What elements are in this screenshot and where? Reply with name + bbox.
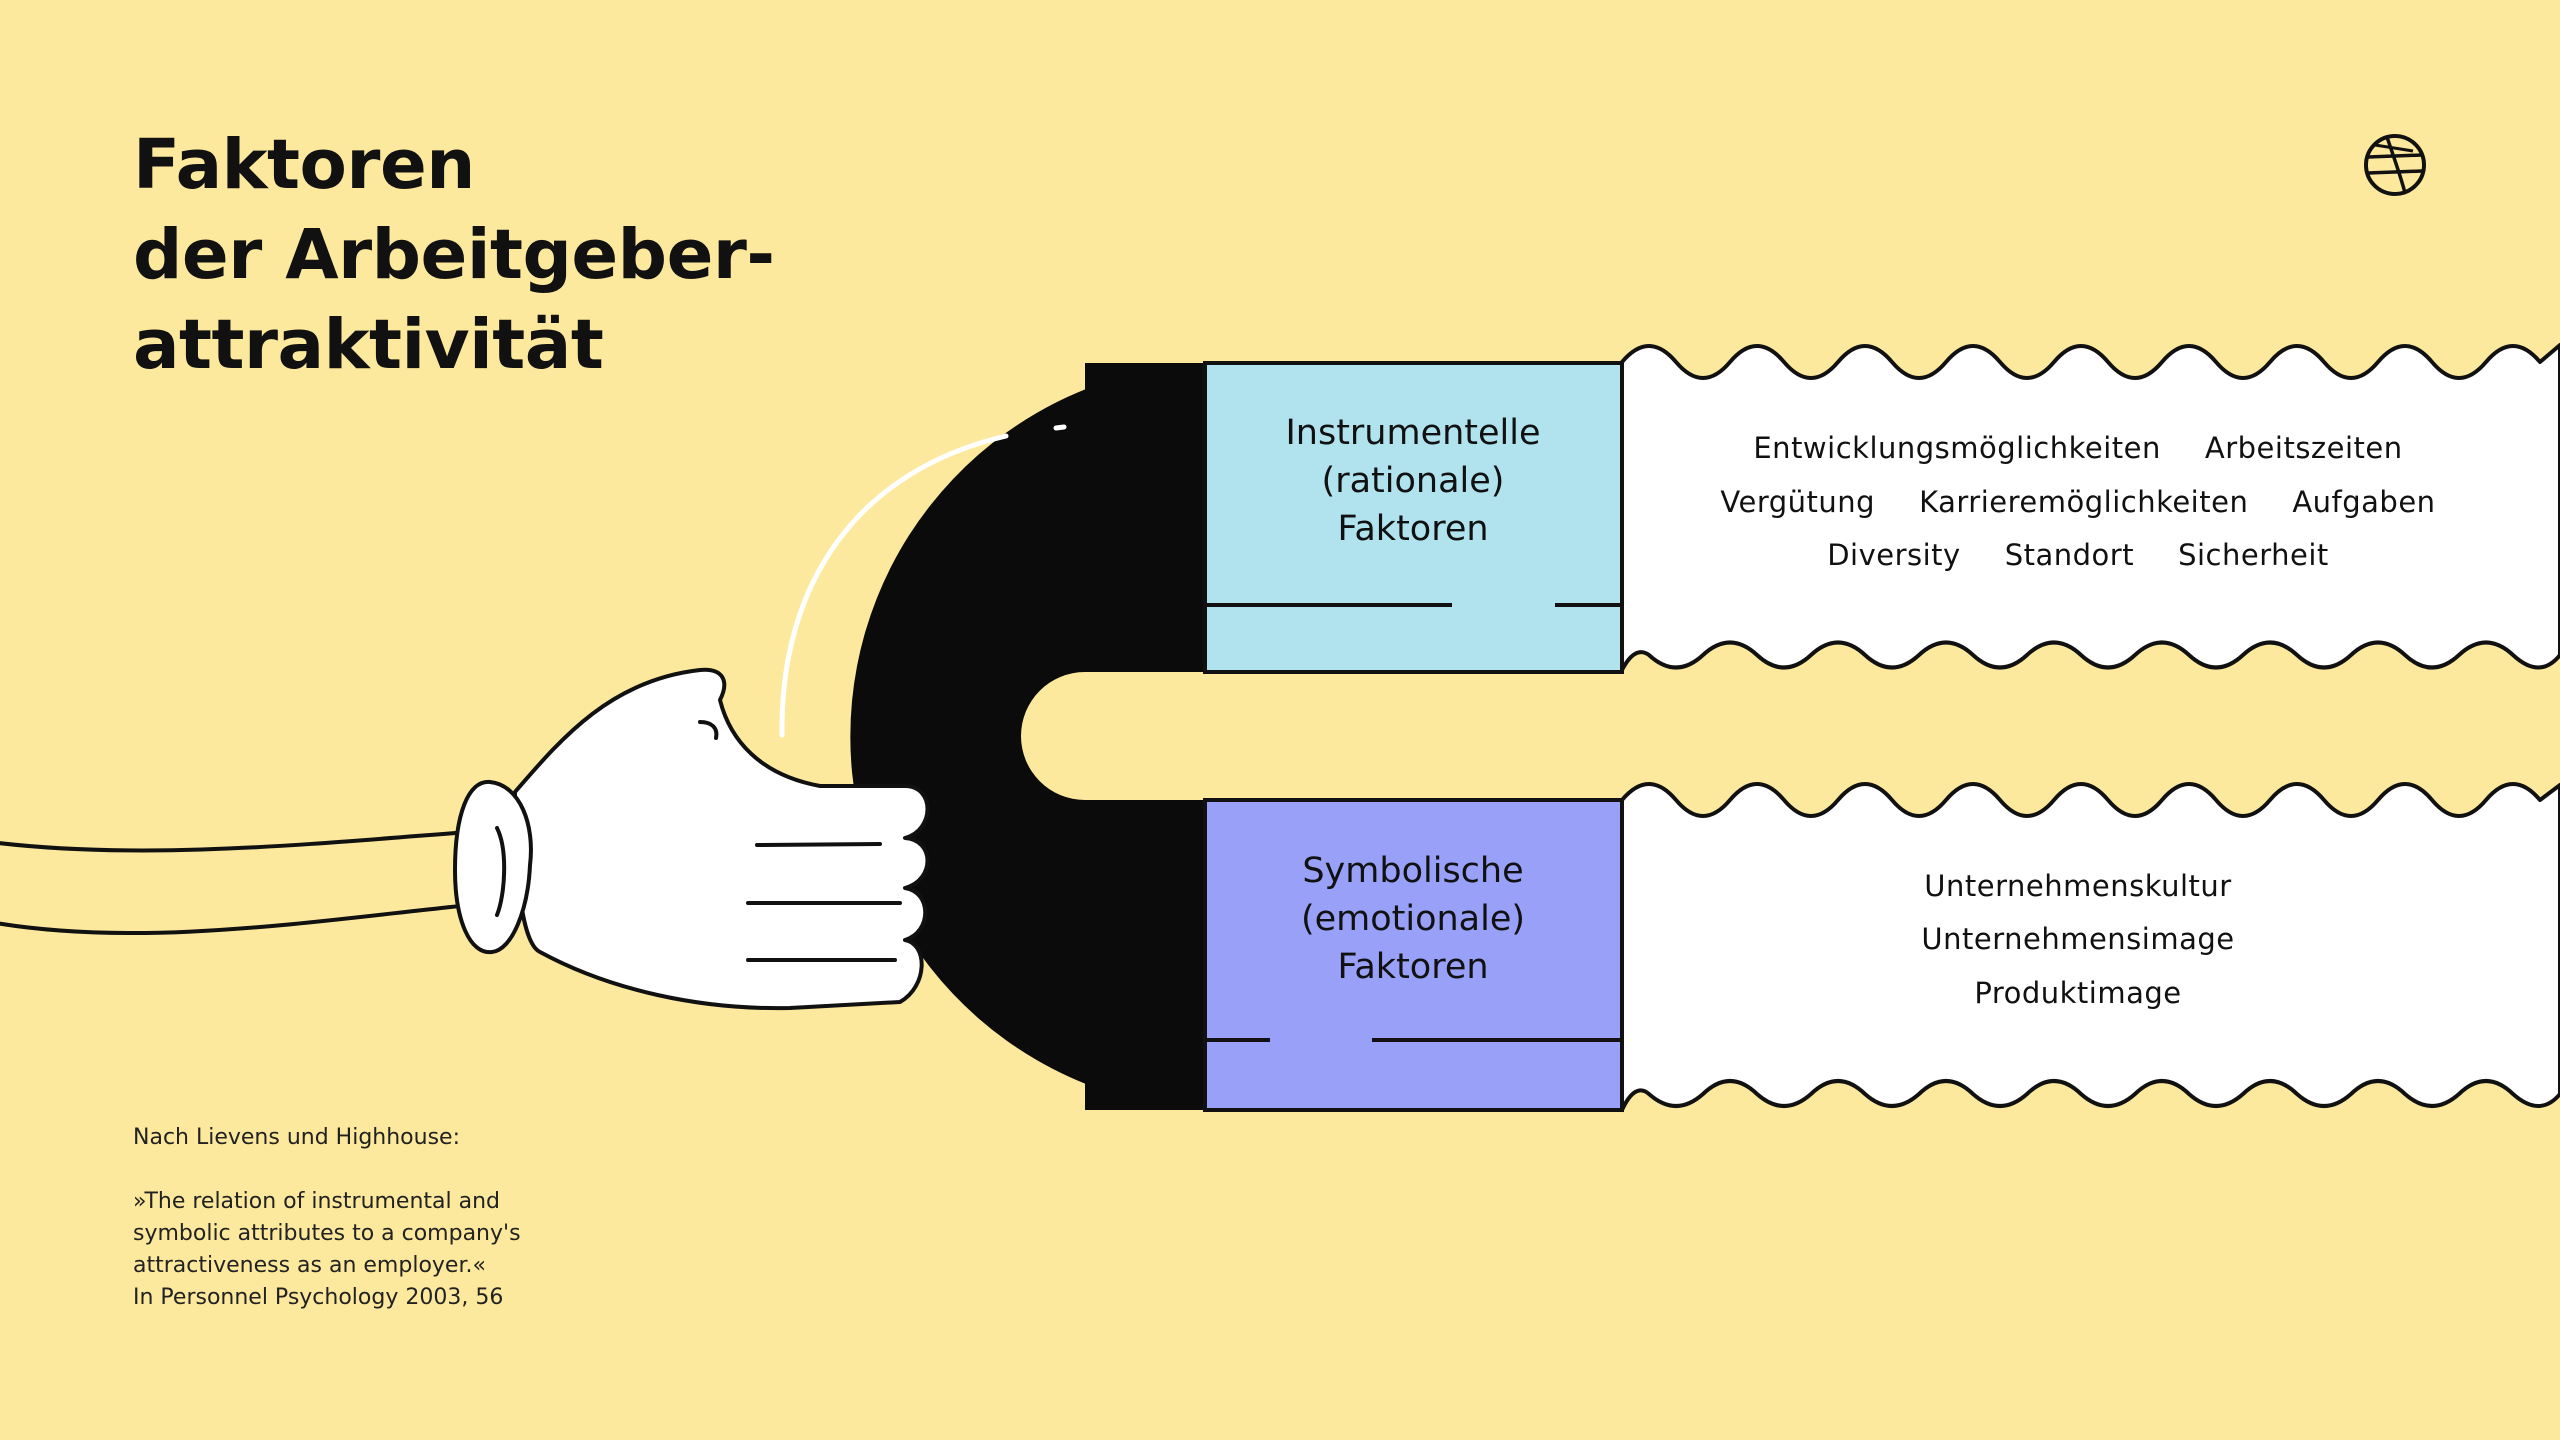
magnet-lower-arm [1085,800,1205,1110]
symbolic-label-line-2: (emotionale) [1300,899,1526,939]
instrumental-label-line-2: (rationale) [1321,461,1505,501]
glove-cuff [452,779,533,955]
title-line-1: Faktoren [133,125,475,205]
citation-intro: Nach Lievens und Highhouse: [133,1125,460,1150]
factor-item: Unternehmenskultur [1924,869,2232,903]
citation-quote-line-1: »The relation of instrumental and [133,1189,501,1214]
instrumental-items-row-3: Diversity Standort Sicherheit [1628,535,2528,575]
magnet-highlight [779,433,1009,738]
symbolic-items-row-1: Unternehmenskultur [1628,866,2528,906]
citation: Nach Lievens und Highhouse: »The relatio… [133,1122,521,1314]
page-title: Faktoren der Arbeitgeber- attraktivität [133,120,775,390]
thumb-tip [698,720,719,740]
factor-item: Sicherheit [2178,538,2329,572]
instrumental-label: Instrumentelle (rationale) Faktoren [1207,409,1619,553]
finger-line [755,842,882,847]
arm [0,828,500,933]
factor-item: Diversity [1827,538,1961,572]
symbolic-label-line-1: Symbolische [1302,851,1524,891]
symbolic-items-row-2: Unternehmensimage [1628,919,2528,959]
instrumental-pole [1203,361,1624,674]
arm-lower-edge [0,900,502,936]
arm-upper-edge [0,828,497,853]
factor-item: Karrieremöglichkeiten [1919,485,2249,519]
factor-item: Unternehmensimage [1921,922,2235,956]
magnet-upper-arm [1085,363,1205,672]
citation-quote-line-3: attractiveness as an employer.« [133,1253,486,1278]
magnet-highlight-dot [1053,424,1067,431]
title-line-2: der Arbeitgeber- [133,215,775,295]
magnet-notch [1036,674,1205,798]
symbolic-items-row-3: Produktimage [1628,973,2528,1013]
symbolic-label-line-3: Faktoren [1337,947,1489,987]
factor-item: Entwicklungsmöglichkeiten [1753,431,2161,465]
citation-quote-line-2: symbolic attributes to a company's [133,1221,521,1246]
citation-source: In Personnel Psychology 2003, 56 [133,1285,504,1310]
glove-hand [513,667,930,1011]
factor-item: Standort [2004,538,2135,572]
instrumental-items-row-2: Vergütung Karrieremöglichkeiten Aufgaben [1628,482,2528,522]
factor-item: Arbeitszeiten [2204,431,2403,465]
title-line-3: attraktivität [133,305,604,385]
cuff-fold [495,826,507,917]
bottom-wave-band [1620,782,2560,1112]
instrumental-items-row-1: Entwicklungsmöglichkeiten Arbeitszeiten [1628,428,2528,468]
factor-item: Produktimage [1974,976,2182,1010]
symbolic-pole [1203,798,1624,1112]
factor-item: Vergütung [1720,485,1876,519]
top-wave-band [1620,343,2560,672]
instrumental-label-line-3: Faktoren [1337,509,1489,549]
instrumental-label-line-1: Instrumentelle [1285,413,1541,453]
factor-item: Aufgaben [2292,485,2436,519]
symbolic-label: Symbolische (emotionale) Faktoren [1207,847,1619,991]
globe-logo-icon [2364,134,2426,196]
